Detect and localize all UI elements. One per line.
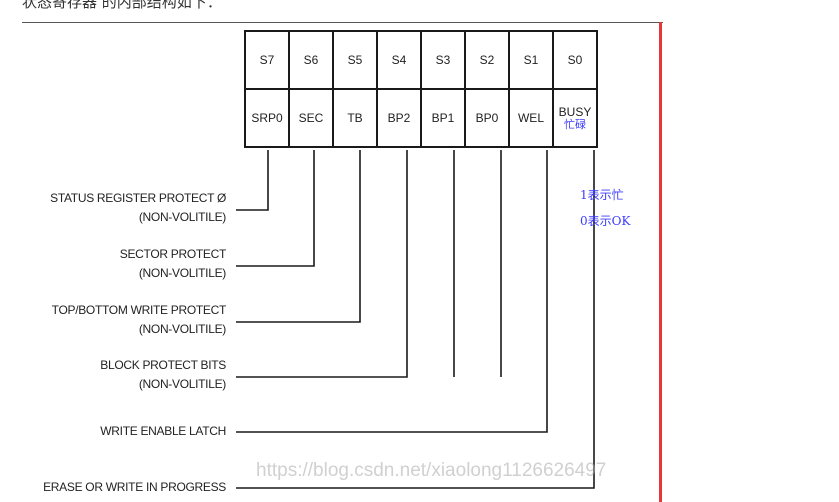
bit-name-cell: S7: [244, 30, 290, 90]
ok-meaning-note: 0表示OK: [580, 214, 631, 228]
watermark: https://blog.csdn.net/xiaolong1126626497: [256, 460, 607, 481]
connector-srp0: [236, 150, 269, 211]
bit-field-cell: TB: [332, 88, 378, 148]
desc-sec: SECTOR PROTECT (NON-VOLITILE): [119, 245, 227, 283]
bit-name-cell: S1: [508, 30, 554, 90]
desc-line: BLOCK PROTECT BITS: [100, 358, 226, 372]
bit-field-cell: WEL: [508, 88, 554, 148]
bit-field-cell: BP0: [464, 88, 510, 148]
desc-bp: BLOCK PROTECT BITS (NON-VOLITILE): [100, 356, 226, 394]
bit-name-row: S7 S6 S5 S4 S3 S2 S1 S0: [244, 30, 598, 90]
intro-text: 状态寄存器 的内部结构如下：: [22, 0, 222, 11]
bit-field-row: SRP0 SEC TB BP2 BP1 BP0 WEL BUSY 忙碌: [244, 88, 598, 148]
top-rule: [22, 22, 663, 23]
desc-srp0: STATUS REGISTER PROTECT Ø (NON-VOLITILE): [50, 189, 226, 227]
bit-name-cell: S4: [376, 30, 422, 90]
bit-field-cell: BP2: [376, 88, 422, 148]
connector-wel: [236, 150, 548, 433]
bit-name-cell: S6: [288, 30, 334, 90]
bit-field-cell: SEC: [288, 88, 334, 148]
desc-line: SECTOR PROTECT: [119, 247, 227, 261]
desc-busy: ERASE OR WRITE IN PROGRESS: [43, 478, 226, 497]
connector-bp2: [236, 150, 408, 378]
desc-tb: TOP/BOTTOM WRITE PROTECT (NON-VOLITILE): [51, 301, 227, 339]
desc-line: STATUS REGISTER PROTECT Ø: [50, 191, 226, 205]
desc-line: (NON-VOLITILE): [138, 210, 226, 224]
bit-name-cell: S5: [332, 30, 378, 90]
busy-meaning-note: 1表示忙: [580, 188, 624, 202]
busy-cell: BUSY 忙碌: [552, 88, 598, 148]
desc-line: (NON-VOLITILE): [138, 266, 226, 280]
desc-line: (NON-VOLITILE): [138, 322, 226, 336]
busy-note: 忙碌: [564, 117, 586, 131]
desc-wel: WRITE ENABLE LATCH: [100, 422, 226, 441]
connector-tb: [236, 150, 361, 323]
desc-line: TOP/BOTTOM WRITE PROTECT: [51, 303, 227, 317]
bit-field-cell: SRP0: [244, 88, 290, 148]
desc-line: WRITE ENABLE LATCH: [100, 424, 226, 438]
busy-label: BUSY: [558, 104, 592, 119]
connector-sec: [236, 150, 315, 267]
desc-line: ERASE OR WRITE IN PROGRESS: [43, 480, 226, 494]
bit-field-cell: BP1: [420, 88, 466, 148]
desc-line: (NON-VOLITILE): [138, 377, 226, 391]
status-register-table: S7 S6 S5 S4 S3 S2 S1 S0 SRP0 SEC TB BP2 …: [244, 30, 598, 148]
connector-busy: [236, 150, 595, 489]
bit-name-cell: S3: [420, 30, 466, 90]
bit-name-cell: S0: [552, 30, 598, 90]
bit-name-cell: S2: [464, 30, 510, 90]
red-border-line: [659, 22, 662, 502]
